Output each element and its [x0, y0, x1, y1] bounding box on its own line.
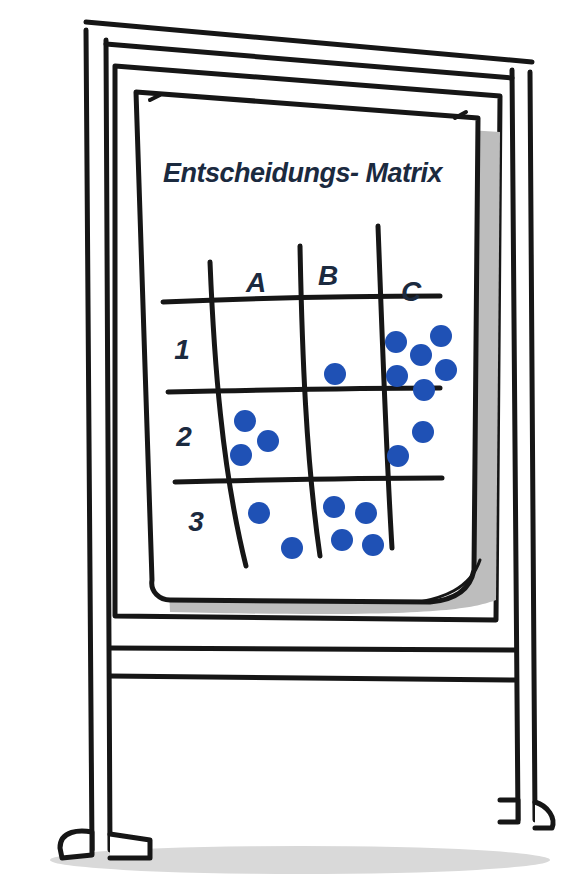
stand-post [530, 72, 535, 820]
vote-dot [385, 331, 407, 353]
column-label: A [238, 269, 274, 297]
matrix-line [168, 388, 440, 392]
matrix-line [175, 478, 442, 482]
paper-curl [420, 560, 480, 602]
vote-dot [413, 379, 435, 401]
stand-post [86, 30, 92, 850]
vote-dot [281, 537, 303, 559]
stand-foot [60, 831, 92, 858]
stand-post [512, 70, 518, 820]
vote-dot [331, 529, 353, 551]
matrix-line [163, 296, 440, 302]
stand-crossbar [110, 676, 515, 680]
board [115, 66, 500, 620]
vote-dot [234, 410, 256, 432]
vote-dot [257, 430, 279, 452]
clip [455, 112, 466, 118]
vote-dot [386, 365, 408, 387]
row-label: 2 [166, 423, 202, 451]
vote-dots [230, 325, 457, 559]
vote-dot [430, 325, 452, 347]
stand-post [106, 40, 110, 850]
paper-sheet [136, 92, 478, 602]
stand-foot [535, 802, 553, 828]
stand-foot [500, 800, 518, 822]
chart-title: Entscheidungs- Matrix [163, 160, 443, 187]
vote-dot [435, 359, 457, 381]
vote-dot [248, 502, 270, 524]
column-label: C [393, 278, 429, 306]
vote-dot [387, 445, 409, 467]
stand-bar [86, 22, 532, 62]
vote-dot [410, 344, 432, 366]
clip [150, 95, 160, 100]
matrix-line [300, 246, 320, 556]
column-label: B [310, 262, 346, 290]
vote-dot [355, 502, 377, 524]
vote-dot [230, 444, 252, 466]
stand-crossbar [110, 648, 515, 650]
vote-dot [412, 421, 434, 443]
vote-dot [323, 496, 345, 518]
row-label: 3 [178, 508, 214, 536]
vote-dot [362, 534, 384, 556]
stand-foot [110, 834, 150, 858]
vote-dot [324, 363, 346, 385]
row-label: 1 [164, 336, 200, 364]
